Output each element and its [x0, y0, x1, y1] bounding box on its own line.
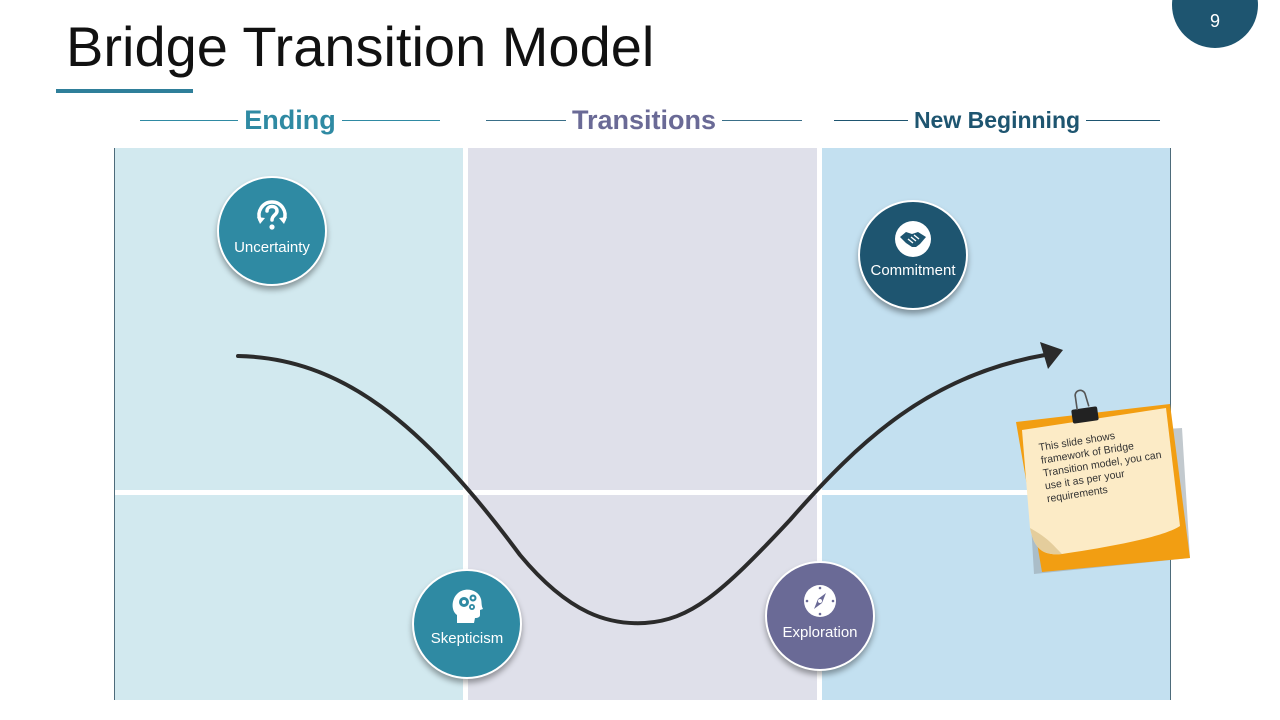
header-transitions-label: Transitions — [571, 104, 717, 135]
header-rule-right — [722, 119, 802, 121]
slide-title: Bridge Transition Model — [66, 15, 655, 78]
panel-transitions-top — [468, 148, 817, 490]
header-rule-left — [486, 119, 566, 121]
panel-transitions-bottom — [468, 495, 817, 700]
header-new-beginning: New Beginning — [834, 104, 1160, 136]
compass-icon — [802, 583, 838, 624]
panel-ending-bottom — [115, 495, 463, 700]
note-paper — [1022, 408, 1180, 555]
header-transitions: Transitions — [486, 104, 802, 136]
sticky-note — [1016, 389, 1190, 574]
node-skepticism: Skepticism — [412, 569, 522, 679]
node-commitment-label: Commitment — [870, 262, 956, 279]
header-ending-label: Ending — [244, 104, 336, 135]
node-uncertainty: Uncertainty — [217, 176, 327, 286]
header-rule-right — [1086, 119, 1160, 121]
note-curl — [1030, 528, 1062, 555]
node-exploration-label: Exploration — [782, 624, 858, 641]
binder-clip-icon — [1071, 389, 1099, 424]
question-refresh-icon — [253, 196, 291, 239]
curve-path — [236, 353, 1047, 626]
node-commitment: Commitment — [858, 200, 968, 310]
page-number: 9 — [1209, 11, 1220, 31]
header-new-beginning-label: New Beginning — [913, 106, 1081, 133]
title-underline — [56, 89, 193, 93]
node-exploration: Exploration — [765, 561, 875, 671]
node-uncertainty-label: Uncertainty — [234, 239, 310, 256]
header-rule-left — [140, 119, 239, 121]
handshake-icon — [894, 220, 932, 263]
frame-left-edge — [114, 148, 115, 700]
head-gears-icon — [448, 585, 486, 630]
header-ending: Ending — [140, 104, 441, 136]
header-rule-right — [341, 119, 441, 121]
curve-arrowhead — [1040, 342, 1063, 369]
header-rule-left — [834, 119, 908, 121]
node-skepticism-label: Skepticism — [430, 630, 504, 647]
